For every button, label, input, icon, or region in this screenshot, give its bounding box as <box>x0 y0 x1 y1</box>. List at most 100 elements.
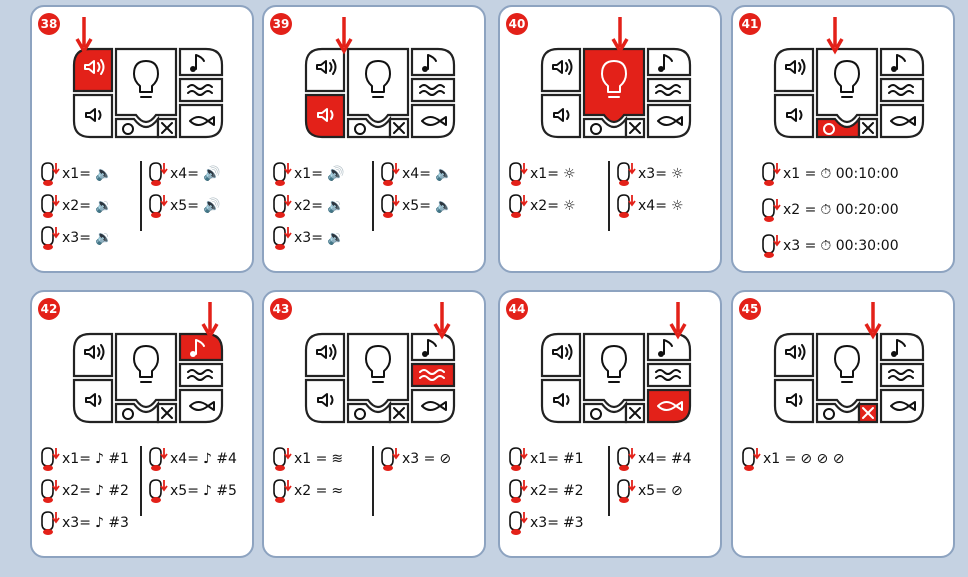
press-count: x3 = <box>402 451 435 467</box>
press-count-row: x1 = ⏱ 00:10:00 <box>759 161 899 187</box>
step-number: 42 <box>38 298 60 320</box>
volume-down-button <box>775 380 813 422</box>
step-number: 41 <box>739 13 761 35</box>
result-value: ⊘ <box>439 451 451 467</box>
instruction-panel: 42 x1= ♪ #1 x2= ♪ <box>30 290 254 558</box>
column-divider <box>140 446 142 516</box>
volume-down-button <box>775 95 813 137</box>
light-button <box>817 334 877 407</box>
press-hand-icon <box>38 510 60 536</box>
press-count: x1= <box>530 451 559 467</box>
press-count-row: x1= ☼ <box>506 161 576 187</box>
press-count-row: x3 = ⏱ 00:30:00 <box>759 233 899 259</box>
press-count-row: x5= 🔊 <box>146 193 220 219</box>
press-count: x5= <box>402 198 431 214</box>
result-value: #2 <box>563 483 584 499</box>
music-button <box>180 49 222 75</box>
result-value: ♪ #5 <box>203 483 237 499</box>
press-hand-icon <box>759 197 781 223</box>
press-count: x5= <box>170 198 199 214</box>
press-hand-icon <box>506 193 528 219</box>
result-value: ☼ <box>671 166 684 182</box>
press-count: x4= <box>638 198 667 214</box>
press-count: x1= <box>62 451 91 467</box>
step-number: 38 <box>38 13 60 35</box>
press-count-row: x5= 🔈 <box>378 193 452 219</box>
press-count: x2 = <box>783 202 816 218</box>
remote-diagram <box>536 43 696 143</box>
press-count-row: x4= ♪ #4 <box>146 446 237 472</box>
press-count-row: x3= 🔉 <box>270 225 344 251</box>
press-count-row: x2= 🔉 <box>38 193 112 219</box>
press-count-row: x2= ♪ #2 <box>38 478 129 504</box>
volume-down-button <box>542 95 580 137</box>
column-divider <box>608 446 610 516</box>
column-divider <box>372 446 374 516</box>
result-value: #3 <box>563 515 584 531</box>
instruction-panel: 38 x1= 🔈 x2= 🔉 <box>30 5 254 273</box>
press-hand-icon <box>270 446 292 472</box>
press-count-row: x3= #3 <box>506 510 584 536</box>
press-count-row: x5= ♪ #5 <box>146 478 237 504</box>
press-count-row: x3 = ⊘ <box>378 446 451 472</box>
press-hand-icon <box>38 193 60 219</box>
music-button <box>881 334 923 360</box>
press-hand-icon <box>38 478 60 504</box>
result-value: 🔊 <box>327 166 344 182</box>
press-count-row: x2 = ≈ <box>270 478 343 504</box>
result-value: ♪ #3 <box>95 515 129 531</box>
press-hand-icon <box>38 446 60 472</box>
press-hand-icon <box>270 478 292 504</box>
remote-diagram <box>300 328 460 428</box>
press-count: x1= <box>62 166 91 182</box>
result-value: #1 <box>563 451 584 467</box>
column-divider <box>608 161 610 231</box>
wave-button <box>412 79 454 101</box>
wave-button <box>881 364 923 386</box>
press-hand-icon <box>378 446 400 472</box>
press-count: x5= <box>170 483 199 499</box>
press-count-row: x3= 🔉 <box>38 225 112 251</box>
press-count: x3= <box>62 230 91 246</box>
press-count-row: x2= ☼ <box>506 193 576 219</box>
press-count: x2= <box>62 198 91 214</box>
result-value: ☼ <box>563 198 576 214</box>
press-count: x2= <box>62 483 91 499</box>
press-count-row: x4= #4 <box>614 446 692 472</box>
light-button <box>116 334 176 407</box>
press-count: x5= <box>638 483 667 499</box>
press-count-row: x4= 🔊 <box>146 161 220 187</box>
result-value: 🔊 <box>203 166 220 182</box>
wave-button <box>180 364 222 386</box>
light-button <box>116 49 176 122</box>
press-count-row: x1= 🔈 <box>38 161 112 187</box>
press-hand-icon <box>506 510 528 536</box>
column-divider <box>372 161 374 231</box>
instruction-panel: 43 x1 = ≋ x2 = ≈ <box>262 290 486 558</box>
press-count: x2= <box>530 483 559 499</box>
fish-button <box>881 105 923 137</box>
remote-diagram <box>68 43 228 143</box>
press-count-row: x1= #1 <box>506 446 584 472</box>
press-count: x4= <box>170 166 199 182</box>
fish-button <box>412 105 454 137</box>
result-value: 🔉 <box>95 198 112 214</box>
instruction-panel: 39 x1= 🔊 x2= 🔉 <box>262 5 486 273</box>
instruction-panel: 41 x1 = ⏱ 00:10:00 x2 = <box>731 5 955 273</box>
press-count: x3= <box>62 515 91 531</box>
wave-button <box>412 364 454 386</box>
result-value: ☼ <box>671 198 684 214</box>
press-arrow-icon <box>610 15 630 55</box>
press-hand-icon <box>378 161 400 187</box>
result-value: ♪ #4 <box>203 451 237 467</box>
light-button <box>584 49 644 122</box>
press-count: x4= <box>170 451 199 467</box>
column-divider <box>140 161 142 231</box>
press-hand-icon <box>759 233 781 259</box>
light-button <box>348 334 408 407</box>
press-count-row: x1= 🔊 <box>270 161 344 187</box>
press-count: x4= <box>402 166 431 182</box>
remote-diagram <box>300 43 460 143</box>
wave-button <box>648 364 690 386</box>
press-hand-icon <box>378 193 400 219</box>
